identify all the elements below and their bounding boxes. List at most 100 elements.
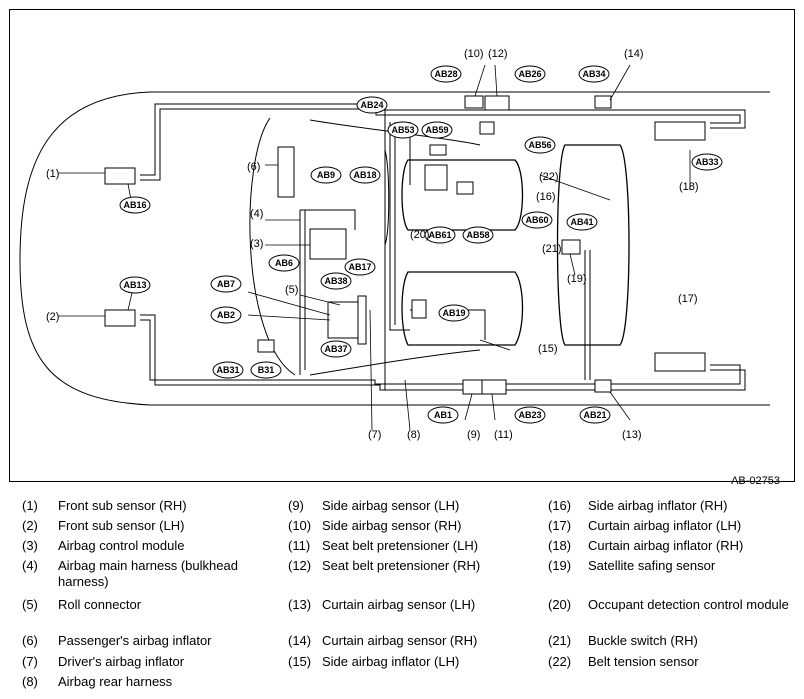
legend-number: (19) [548, 558, 572, 573]
legend-label: Airbag main harness (bulkhead harness) [58, 558, 238, 589]
svg-text:AB17: AB17 [348, 262, 371, 272]
legend-number: (18) [548, 538, 572, 553]
legend-label: Buckle switch (RH) [588, 633, 698, 648]
front-sub-sensor-rh [104, 167, 136, 185]
curtain-airbag-inflator-rh [654, 121, 706, 141]
svg-text:AB28: AB28 [434, 69, 457, 79]
seat-outlines [401, 144, 630, 346]
legend-label: Airbag rear harness [58, 674, 173, 689]
callout-10: (10) [464, 48, 484, 60]
connector-tag-ab17: AB17 [344, 258, 376, 276]
svg-text:AB18: AB18 [353, 170, 376, 180]
legend-number: (12) [288, 558, 312, 573]
callout-7: (7) [368, 429, 381, 441]
svg-text:AB6: AB6 [275, 258, 293, 268]
connector-tag-ab60: AB60 [521, 211, 553, 229]
passenger-airbag-inflator [277, 146, 295, 198]
connector-tag-ab56: AB56 [524, 136, 556, 154]
connector-tag-b31: B31 [250, 361, 282, 379]
svg-text:AB24: AB24 [360, 100, 383, 110]
buckle-switch-rh [456, 181, 474, 195]
connector-tag-ab2: AB2 [210, 306, 242, 324]
callout-4: (4) [250, 208, 263, 220]
curtain-airbag-sensor-lh [594, 379, 612, 393]
connector-tag-ab38: AB38 [320, 272, 352, 290]
steering-wheel [357, 295, 367, 345]
svg-text:AB9: AB9 [317, 170, 335, 180]
legend-label: Occupant detection control module [588, 597, 789, 612]
connector-tag-ab19: AB19 [438, 304, 470, 322]
legend-label: Driver's airbag inflator [58, 654, 185, 669]
svg-text:AB38: AB38 [324, 276, 347, 286]
legend-number: (10) [288, 518, 312, 533]
callout-14: (14) [624, 48, 644, 60]
connector-tag-ab6: AB6 [268, 254, 300, 272]
connector-tag-ab41: AB41 [566, 213, 598, 231]
legend-label: Side airbag sensor (LH) [322, 498, 460, 513]
svg-text:AB60: AB60 [525, 215, 548, 225]
legend-label: Curtain airbag sensor (RH) [322, 633, 478, 648]
seat-belt-pretensioner-lh [481, 379, 507, 395]
callout-12: (12) [488, 48, 508, 60]
legend-label: Side airbag inflator (RH) [588, 498, 728, 513]
legend-label: Curtain airbag inflator (RH) [588, 538, 744, 553]
connector-tag-ab34: AB34 [578, 65, 610, 83]
side-airbag-sensor-rh [464, 95, 484, 109]
callout-1: (1) [46, 168, 59, 180]
connector-tag-ab26: AB26 [514, 65, 546, 83]
connector-tag-ab33: AB33 [691, 153, 723, 171]
connector-tag-ab61: AB61 [424, 226, 456, 244]
legend-number: (4) [22, 558, 38, 573]
legend-label: Satellite safing sensor [588, 558, 716, 573]
legend-label: Front sub sensor (RH) [58, 498, 187, 513]
callout-2: (2) [46, 311, 59, 323]
leader-lines [58, 64, 691, 431]
legend-number: (16) [548, 498, 572, 513]
components [104, 95, 706, 395]
connector-tag-ab28: AB28 [430, 65, 462, 83]
connector-tag-ab16: AB16 [119, 196, 151, 214]
svg-text:AB13: AB13 [123, 280, 146, 290]
connector-tag-ab31: AB31 [212, 361, 244, 379]
svg-text:AB2: AB2 [217, 310, 235, 320]
callout-11: (11) [494, 429, 513, 441]
callout-8: (8) [407, 429, 420, 441]
svg-text:AB1: AB1 [434, 410, 452, 420]
legend-number: (2) [22, 518, 38, 533]
car-body-outline [19, 91, 770, 406]
svg-text:AB61: AB61 [428, 230, 451, 240]
svg-text:AB56: AB56 [528, 140, 551, 150]
svg-text:AB16: AB16 [123, 200, 146, 210]
satellite-safing-sensor [561, 239, 581, 255]
svg-text:AB26: AB26 [518, 69, 541, 79]
legend-label: Passenger's airbag inflator [58, 633, 212, 648]
callout-13: (13) [622, 429, 642, 441]
connector-tag-ab24: AB24 [356, 96, 388, 114]
callout-19: (19) [567, 273, 587, 285]
svg-text:AB41: AB41 [570, 217, 593, 227]
legend-label: Belt tension sensor [588, 654, 699, 669]
legend-number: (17) [548, 518, 572, 533]
callout-5: (5) [285, 284, 298, 296]
side-airbag-inflator-lh [411, 299, 427, 319]
airbag-control-module [309, 228, 347, 260]
connector-tag-ab23: AB23 [514, 406, 546, 424]
callout-15: (15) [538, 343, 558, 355]
connector-tag-ab58: AB58 [462, 226, 494, 244]
legend-number: (13) [288, 597, 312, 612]
svg-text:AB7: AB7 [217, 279, 235, 289]
connector-tag-ab18: AB18 [349, 166, 381, 184]
connector-tag-ab37: AB37 [320, 340, 352, 358]
svg-text:AB23: AB23 [518, 410, 541, 420]
svg-text:AB19: AB19 [442, 308, 465, 318]
legend-label: Side airbag inflator (LH) [322, 654, 460, 669]
front-sub-sensor-lh [104, 309, 136, 327]
connector-tag-ab21: AB21 [579, 406, 611, 424]
legend-number: (14) [288, 633, 312, 648]
legend-label: Airbag control module [58, 538, 185, 553]
legend-label: Seat belt pretensioner (RH) [322, 558, 481, 573]
legend-number: (15) [288, 654, 312, 669]
